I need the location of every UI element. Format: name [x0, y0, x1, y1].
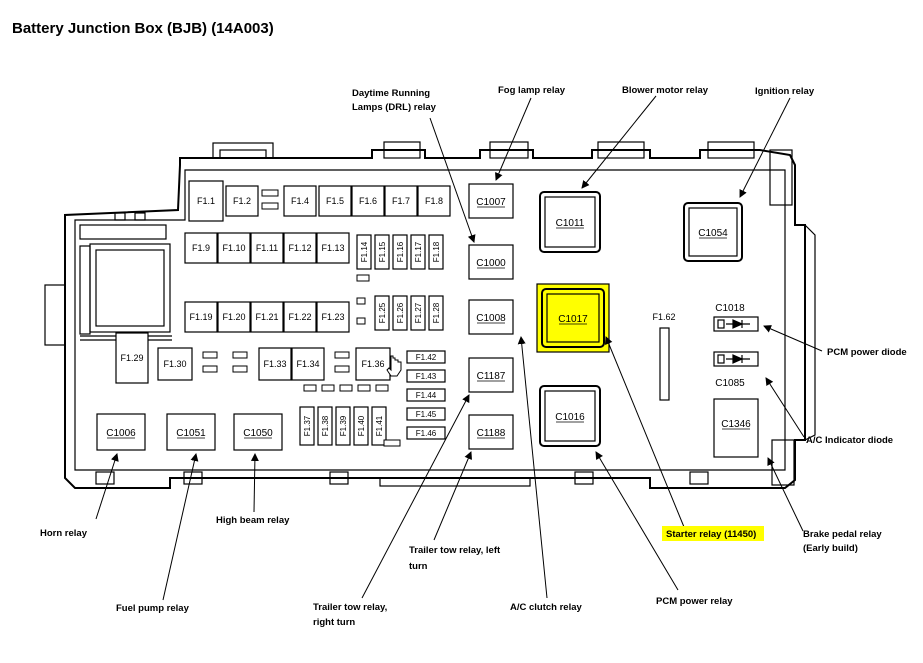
- leader-lines: [95, 95, 823, 601]
- fuse-f1-37-label: F1.37: [303, 415, 312, 436]
- hand-cursor-icon: [386, 355, 402, 377]
- callout-drl-line2: Lamps (DRL) relay: [352, 102, 437, 113]
- relay-c1011-label: C1011: [556, 218, 585, 229]
- fuse-f1-28-label: F1.28: [432, 302, 441, 323]
- callout-starter-relay-text: Starter relay (11450): [666, 529, 756, 540]
- fuse-f1-26-label: F1.26: [396, 302, 405, 323]
- fuse-f1-14-label: F1.14: [360, 241, 369, 262]
- fuse-f1-34-label: F1.34: [296, 359, 319, 369]
- callout-pcm-power-relay: PCM power relay: [656, 596, 733, 607]
- callout-trailer-left-line2: turn: [409, 561, 428, 572]
- fuse-f1-2-label: F1.2: [233, 196, 251, 206]
- fuse-f1-44-label: F1.44: [416, 391, 437, 400]
- fuse-f1-15-label: F1.15: [378, 241, 387, 262]
- callout-high-beam-relay: High beam relay: [216, 515, 290, 526]
- callout-trailer-right-line1: Trailer tow relay,: [313, 602, 387, 613]
- fuse-f1-9-label: F1.9: [192, 243, 210, 253]
- callout-blower-motor-relay: Blower motor relay: [622, 85, 709, 96]
- fuse-f1-13-label: F1.13: [321, 243, 344, 253]
- relay-c1008-label: C1008: [476, 313, 506, 324]
- relay-c1006-label: C1006: [106, 428, 136, 439]
- fuse-f1-45-label: F1.45: [416, 410, 437, 419]
- fuse-f1-21-label: F1.21: [255, 312, 278, 322]
- relay-c1007-label: C1007: [476, 197, 506, 208]
- relay-c1188-label: C1188: [477, 428, 506, 439]
- fuse-f1-20-label: F1.20: [222, 312, 245, 322]
- fuse-f1-11-label: F1.11: [256, 243, 278, 253]
- relay-c1050-label: C1050: [243, 428, 273, 439]
- fuse-f1-29-label: F1.29: [120, 353, 143, 363]
- fuse-f1-12-label: F1.12: [288, 243, 311, 253]
- callout-brake-pedal-line1: Brake pedal relay: [803, 529, 882, 540]
- diodes: [713, 316, 759, 367]
- fuse-f1-17-label: F1.17: [414, 241, 423, 262]
- fuse-f1-39-label: F1.39: [339, 415, 348, 436]
- fuse-boxes: [115, 180, 670, 446]
- fuse-f1-19-label: F1.19: [189, 312, 212, 322]
- fuse-f1-4-label: F1.4: [291, 196, 309, 206]
- relay-underlines: [107, 206, 750, 439]
- fuse-f1-27-label: F1.27: [414, 302, 423, 323]
- fuse-f1-1-label: F1.1: [197, 196, 215, 206]
- fuse-f1-6-label: F1.6: [359, 196, 377, 206]
- blank-terminals: [202, 189, 401, 447]
- relay-c1346-label: C1346: [721, 419, 751, 430]
- fuse-f1-18-label: F1.18: [432, 241, 441, 262]
- fuse-f1-8-label: F1.8: [425, 196, 443, 206]
- fuse-f1-43-label: F1.43: [416, 372, 437, 381]
- starter-relay-highlight: [536, 283, 610, 353]
- fuse-f1-33-label: F1.33: [263, 359, 286, 369]
- fuse-f1-25-label: F1.25: [378, 302, 387, 323]
- fuse-f1-42-label: F1.42: [416, 353, 437, 362]
- callout-trailer-right-line2: right turn: [313, 617, 355, 628]
- relay-c1017-label: C1017: [558, 314, 588, 325]
- diode-c1085-label: C1085: [715, 378, 745, 389]
- fuse-f1-36-label: F1.36: [361, 359, 384, 369]
- fuse-f1-46-label: F1.46: [416, 429, 437, 438]
- callout-starter-relay: Starter relay (11450): [662, 526, 764, 541]
- fuse-f1-62-label: F1.62: [652, 312, 675, 322]
- fuse-f1-23-label: F1.23: [321, 312, 344, 322]
- relay-boxes: [96, 183, 759, 458]
- callout-fog-lamp-relay: Fog lamp relay: [498, 85, 566, 96]
- callout-horn-relay: Horn relay: [40, 528, 88, 539]
- fuse-f1-16-label: F1.16: [396, 241, 405, 262]
- page-title: Battery Junction Box (BJB) (14A003): [12, 20, 274, 37]
- fuse-f1-41-label: F1.41: [375, 415, 384, 436]
- callout-ignition-relay: Ignition relay: [755, 86, 815, 97]
- callout-trailer-left-line1: Trailer tow relay, left: [409, 545, 501, 556]
- fuse-f1-22-label: F1.22: [288, 312, 311, 322]
- relay-c1000-label: C1000: [476, 258, 506, 269]
- callout-drl-line1: Daytime Running: [352, 88, 430, 99]
- callout-ac-clutch-relay: A/C clutch relay: [510, 602, 583, 613]
- fuse-f1-40-label: F1.40: [357, 415, 366, 436]
- relay-c1187-label: C1187: [477, 371, 506, 382]
- relay-c1054-label: C1054: [698, 228, 728, 239]
- fuse-f1-5-label: F1.5: [326, 196, 344, 206]
- callout-brake-pedal-line2: (Early build): [803, 543, 858, 554]
- housing: [64, 149, 806, 489]
- callout-pcm-power-diode: PCM power diode: [827, 347, 907, 358]
- relay-c1051-label: C1051: [176, 428, 206, 439]
- diode-c1018-label: C1018: [715, 303, 745, 314]
- fuse-f1-38-label: F1.38: [321, 415, 330, 436]
- fuse-f1-10-label: F1.10: [222, 243, 245, 253]
- callout-fuel-pump-relay: Fuel pump relay: [116, 603, 190, 614]
- fuse-f1-7-label: F1.7: [392, 196, 410, 206]
- callout-ac-indicator-diode: A/C Indicator diode: [806, 435, 893, 446]
- relay-c1016-label: C1016: [555, 412, 585, 423]
- fuse-f1-30-label: F1.30: [163, 359, 186, 369]
